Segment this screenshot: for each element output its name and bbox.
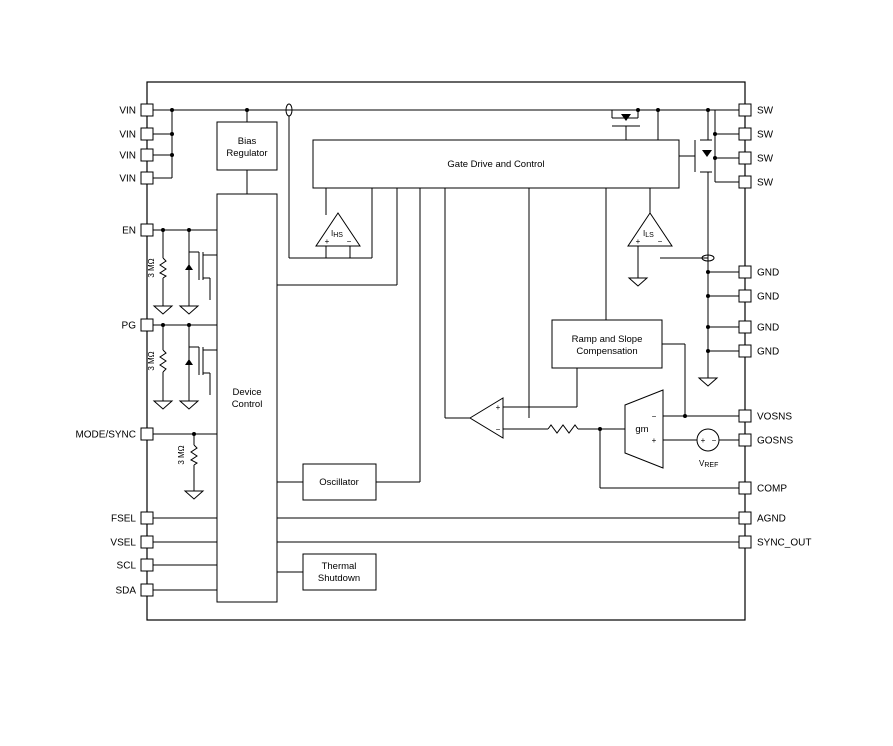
left-pins: VIN VIN VIN VIN EN PG MODE/SYNC FSEL VSEL SCL SDA <box>75 103 154 597</box>
left-pin-box <box>140 103 154 117</box>
right-pin-box <box>738 535 752 549</box>
device-control-block <box>216 193 278 603</box>
left-pin-box <box>140 583 154 597</box>
right-pin-box <box>738 344 752 358</box>
ils-plus: + <box>636 237 641 246</box>
oscillator-block <box>302 463 377 501</box>
vref-source <box>696 428 720 452</box>
ramp-compensation-block <box>551 319 663 369</box>
left-pin-box <box>140 148 154 162</box>
ihs-plus: + <box>325 237 330 246</box>
left-pin-box <box>140 318 154 332</box>
right-pin-label: SW <box>757 154 774 165</box>
right-pin-box <box>738 151 752 165</box>
comparator-plus: + <box>496 403 501 412</box>
right-pin-label: SW <box>757 106 774 117</box>
right-pin-box <box>738 103 752 117</box>
fet-arrows <box>185 114 712 365</box>
oscillator-label: Oscillator <box>319 477 359 488</box>
right-pin-box <box>738 511 752 525</box>
right-pin-box <box>738 320 752 334</box>
ils-minus: − <box>658 237 663 246</box>
gate-drive-label: Gate Drive and Control <box>447 159 544 170</box>
left-pin-box <box>140 511 154 525</box>
right-pin-label: SYNC_OUT <box>757 538 811 549</box>
thermal-shutdown-block <box>302 553 377 591</box>
ils-label: ILS <box>643 229 654 239</box>
left-pin-label: VIN <box>119 174 136 185</box>
ihs-minus: − <box>347 237 352 246</box>
left-pin-label: MODE/SYNC <box>75 430 136 441</box>
vref-label: VREF <box>699 459 718 469</box>
en-resistor-label: 3 MΩ <box>147 258 156 277</box>
thermal-label-2: Shutdown <box>318 573 360 584</box>
gm-minus: − <box>652 412 657 421</box>
pwm-comparator <box>469 397 504 439</box>
right-pin-label: GOSNS <box>757 436 793 447</box>
device-control-label-2: Control <box>232 399 263 410</box>
ramp-label-2: Compensation <box>576 346 637 357</box>
wiring <box>153 109 739 591</box>
vref-plus: + <box>701 436 706 445</box>
ihs-label: IHS <box>331 229 343 239</box>
right-pin-label: SW <box>757 178 774 189</box>
left-pin-box <box>140 127 154 141</box>
gate-drive-block <box>312 139 680 189</box>
right-pin-label: GND <box>757 347 779 358</box>
right-pin-label: AGND <box>757 514 786 525</box>
right-pin-box <box>738 433 752 447</box>
right-pin-box <box>738 175 752 189</box>
right-pin-box <box>738 127 752 141</box>
ils-amplifier <box>627 212 673 247</box>
left-pin-label: EN <box>122 226 136 237</box>
left-pin-label: FSEL <box>111 514 136 525</box>
right-pin-label: GND <box>757 292 779 303</box>
bias-regulator-label-1: Bias <box>238 136 257 147</box>
bias-regulator-label-2: Regulator <box>226 148 267 159</box>
left-pin-box <box>140 223 154 237</box>
right-pin-label: SW <box>757 130 774 141</box>
left-pin-box <box>140 171 154 185</box>
right-pin-label: GND <box>757 323 779 334</box>
bias-regulator-block <box>216 121 278 171</box>
resistor-symbols <box>159 257 579 466</box>
right-pin-label: VOSNS <box>757 412 792 423</box>
ihs-amplifier <box>315 212 361 247</box>
comparator-minus: − <box>496 425 501 434</box>
left-pin-label: PG <box>122 321 137 332</box>
left-pin-label: VIN <box>119 151 136 162</box>
left-pin-box <box>140 558 154 572</box>
device-control-label-1: Device <box>232 387 261 398</box>
right-pins: SW SW SW SW GND GND GND GND VOSNS GOSNS COMP AGND SY… <box>738 103 811 549</box>
ramp-label-1: Ramp and Slope <box>572 334 643 345</box>
gm-amplifier <box>624 389 664 469</box>
gm-label: gm <box>635 424 648 435</box>
left-pin-label: VIN <box>119 106 136 117</box>
right-pin-box <box>738 481 752 495</box>
left-pin-label: SDA <box>115 586 136 597</box>
left-pin-label: SCL <box>117 561 137 572</box>
left-pin-box <box>140 427 154 441</box>
thermal-label-1: Thermal <box>322 561 357 572</box>
mode-resistor-label: 3 MΩ <box>177 445 186 464</box>
right-pin-label: COMP <box>757 484 787 495</box>
vref-minus: − <box>712 436 717 445</box>
right-pin-box <box>738 265 752 279</box>
right-pin-box <box>738 409 752 423</box>
left-pin-box <box>140 535 154 549</box>
right-pin-label: GND <box>757 268 779 279</box>
left-pin-label: VIN <box>119 130 136 141</box>
junction-dots <box>161 108 717 436</box>
pg-resistor-label: 3 MΩ <box>147 351 156 370</box>
right-pin-box <box>738 289 752 303</box>
gm-plus: + <box>652 436 657 445</box>
left-pin-label: VSEL <box>110 538 136 549</box>
